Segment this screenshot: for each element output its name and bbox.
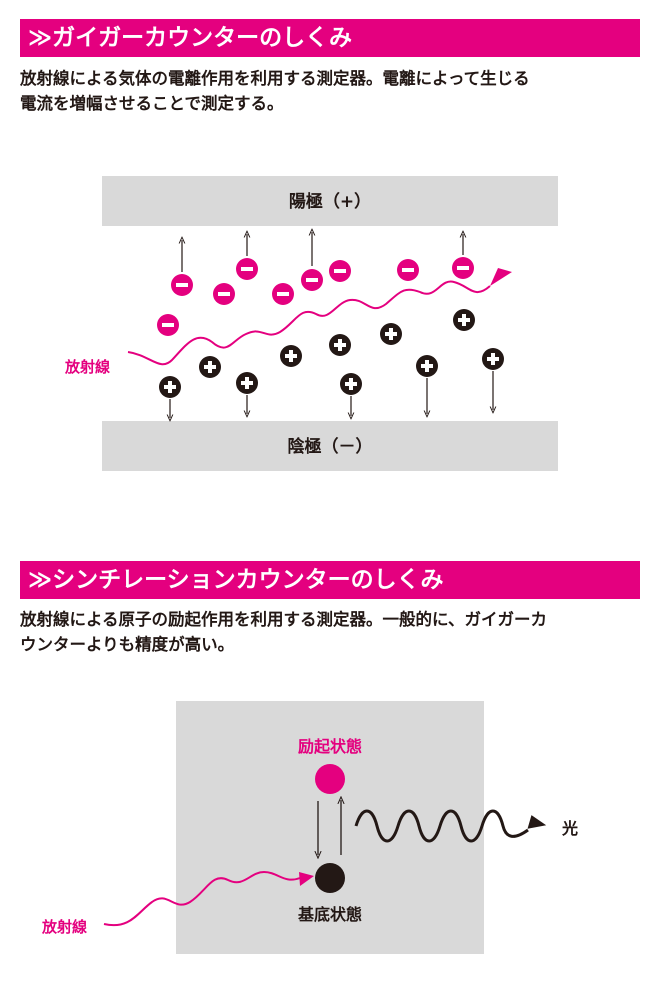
cathode-label: 陰極（－） [288, 436, 373, 457]
negative-ion [272, 283, 294, 305]
negative-ion [236, 234, 258, 280]
incoming-radiation-arrowhead [299, 872, 314, 886]
light-label: 光 [561, 819, 578, 838]
negative-ion [329, 260, 351, 282]
positive-ion [159, 376, 181, 418]
negative-ions [157, 232, 474, 336]
geiger-title: ≫ガイガーカウンターのしくみ [28, 25, 352, 51]
scintillation-title: ≫シンチレーションカウンターのしくみ [28, 567, 444, 593]
excited-state-label: 励起状態 [298, 737, 362, 756]
positive-ion [236, 372, 258, 414]
negative-ion [397, 259, 419, 281]
cathode-plate [102, 421, 558, 471]
anode-label: 陽極（+） [289, 191, 371, 212]
radiation-arrowhead [490, 268, 512, 286]
negative-ion [171, 240, 193, 296]
excited-state-atom [315, 764, 345, 794]
scintillation-description: 放射線による原子の励起作用を利用する測定器。一般的に、ガイガーカ ウンターよりも… [20, 607, 650, 657]
positive-ion [482, 348, 504, 410]
geiger-description-line1: 放射線による気体の電離作用を利用する測定器。電離によって生じる [20, 69, 530, 88]
positive-ion [380, 323, 402, 345]
positive-ion [199, 356, 221, 378]
positive-ion [416, 355, 438, 414]
geiger-description-line2: 電流を増幅させることで測定する。 [20, 94, 284, 113]
negative-ion [301, 232, 323, 291]
positive-ion [329, 334, 351, 356]
anode-plate [102, 176, 558, 226]
positive-ion [280, 345, 302, 367]
light-wave [354, 809, 529, 843]
scintillation-description-line1: 放射線による原子の励起作用を利用する測定器。一般的に、ガイガーカ [20, 610, 548, 629]
incoming-radiation-path [103, 870, 301, 927]
positive-ion [340, 373, 362, 416]
light-arrowhead [527, 815, 547, 829]
geiger-title-band: ≫ガイガーカウンターのしくみ [20, 19, 640, 57]
scintillation-description-line2: ウンターよりも精度が高い。 [20, 635, 235, 654]
positive-ion [453, 309, 475, 331]
radiation-path [127, 280, 491, 366]
geiger-radiation-label: 放射線 [64, 358, 110, 376]
scintillation-radiation-label: 放射線 [41, 918, 87, 936]
positive-ions [159, 309, 504, 418]
negative-ion [157, 314, 179, 336]
ground-state-atom [315, 863, 345, 893]
scintillator-box [176, 701, 484, 954]
geiger-description: 放射線による気体の電離作用を利用する測定器。電離によって生じる 電流を増幅させる… [20, 66, 650, 116]
scintillation-title-band: ≫シンチレーションカウンターのしくみ [20, 561, 640, 599]
negative-ion [213, 283, 235, 305]
ground-state-label: 基底状態 [297, 905, 362, 924]
negative-ion [452, 234, 474, 279]
